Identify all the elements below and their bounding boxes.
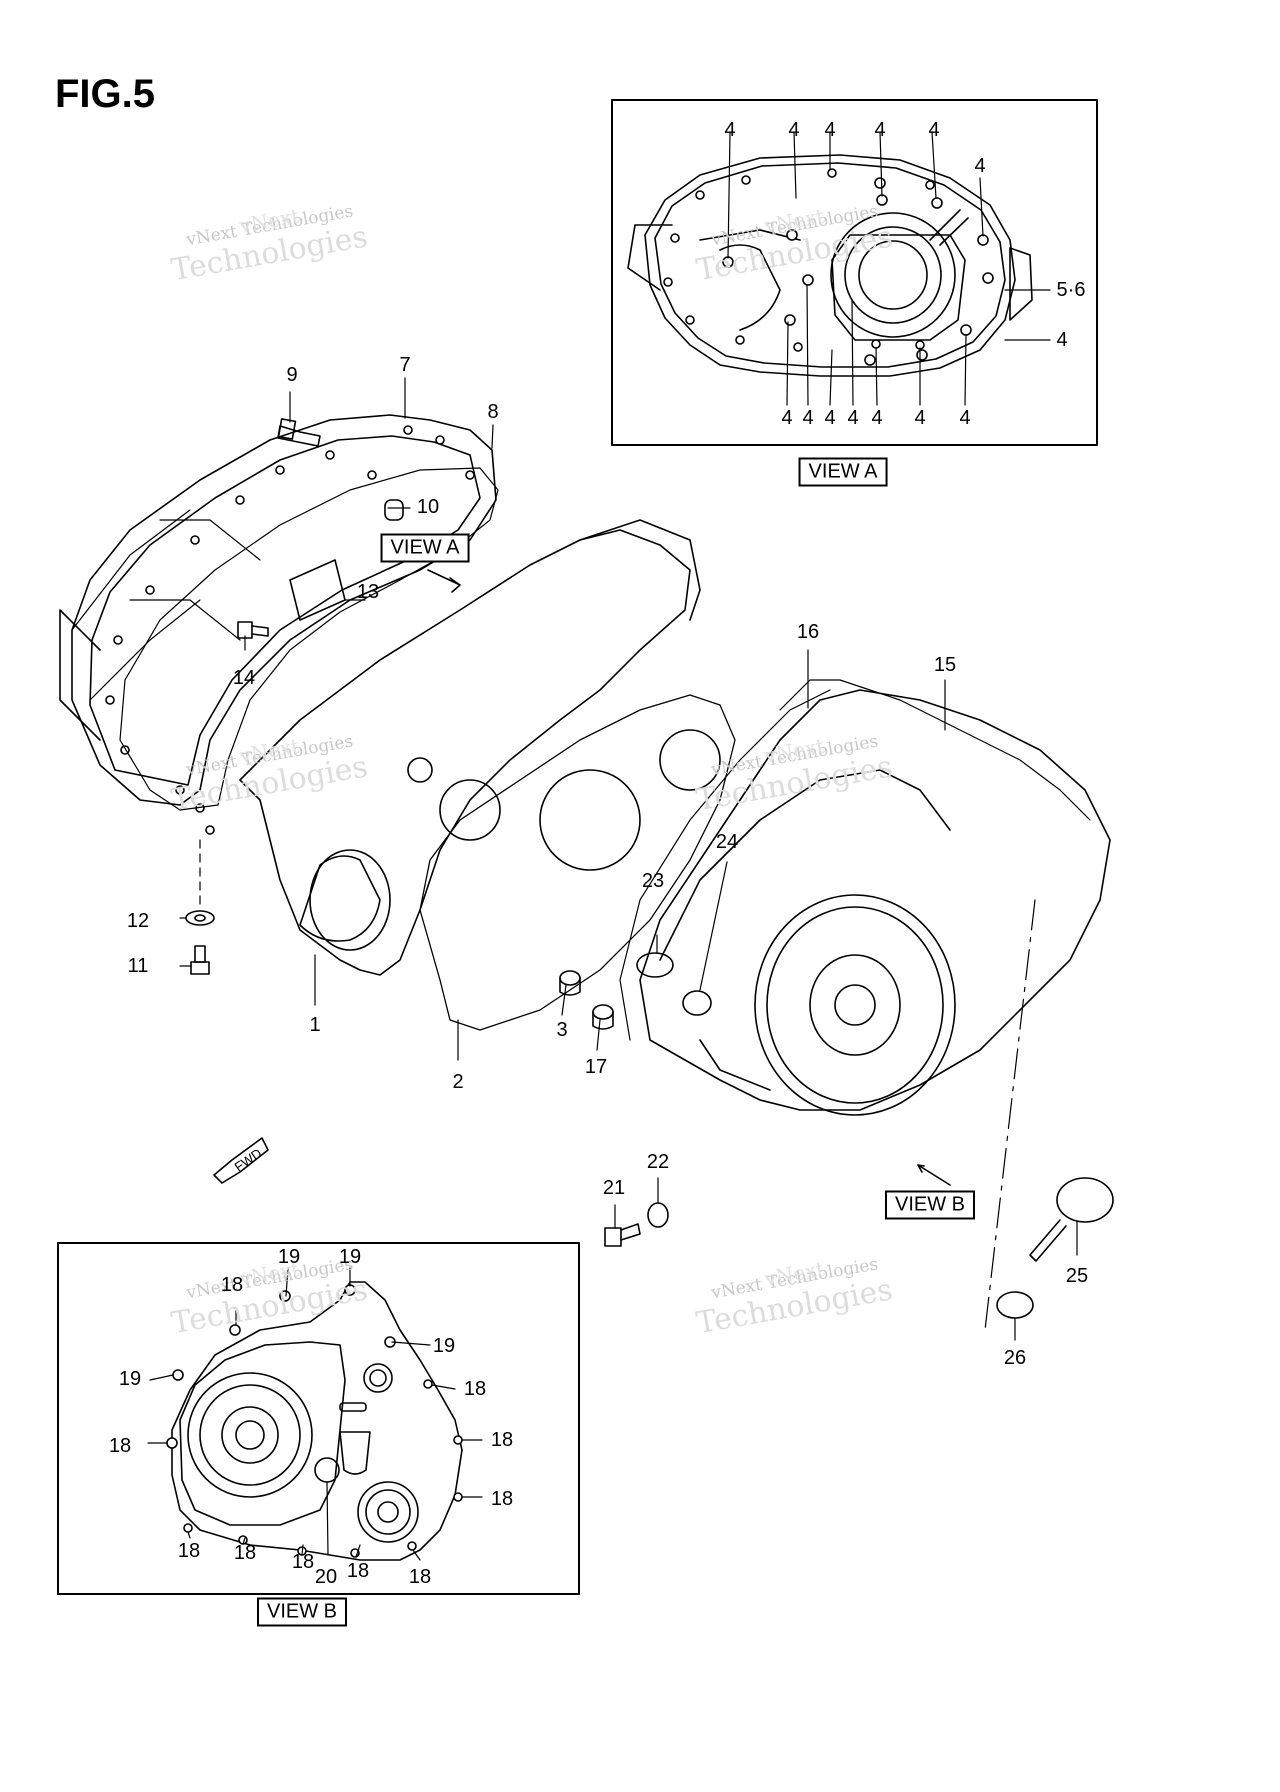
view-b-cover-drawing: [166, 1281, 463, 1561]
seal-24: [682, 990, 712, 1016]
washer-22: [647, 1202, 669, 1228]
crankcase-gasket-2: [419, 694, 736, 1031]
bolt-14: [237, 621, 269, 639]
callout-3: 3: [556, 1019, 568, 1041]
bolt-21: [604, 1223, 641, 1247]
plug-23: [636, 952, 674, 978]
figure-title: FIG.5: [55, 72, 156, 116]
view-b-arrow: [917, 1164, 951, 1186]
view-a-inset-label: VIEW A: [798, 457, 888, 487]
seal-13: [289, 559, 346, 621]
view-b-callout-18: 18: [177, 1540, 201, 1562]
callout-14: 14: [232, 667, 256, 689]
fwd-arrow-shape: [213, 1137, 269, 1184]
view-a-callout-4: 4: [781, 407, 793, 429]
view-b-callout-18: 18: [463, 1378, 487, 1400]
view-b-inset-label: VIEW B: [256, 1597, 348, 1627]
view-a-callout-4: 4: [928, 119, 940, 141]
view-a-callout-4: 4: [802, 407, 814, 429]
callout-26: 26: [1003, 1347, 1027, 1369]
view-a-callout-4: 4: [959, 407, 971, 429]
view-a-callout-4: 4: [1056, 329, 1068, 351]
view-b-callout-18: 18: [346, 1560, 370, 1582]
view-a-callout-4: 4: [914, 407, 926, 429]
callout-2: 2: [452, 1071, 464, 1093]
oil-cap-25: [1029, 1177, 1114, 1262]
view-a-callout-4: 4: [974, 155, 986, 177]
generator-cover-15: [639, 689, 1111, 1116]
o-ring-26: [996, 1291, 1034, 1319]
view-a-callout-4: 4: [874, 119, 886, 141]
view-a-callout-4: 4: [824, 119, 836, 141]
callout-16: 16: [796, 621, 820, 643]
view-a-callout-4: 4: [847, 407, 859, 429]
callout-9: 9: [286, 364, 298, 386]
view-b-callout-19: 19: [118, 1368, 142, 1390]
dowel-10: [384, 499, 404, 521]
callout-25: 25: [1065, 1265, 1089, 1287]
view-a-callout-4: 4: [871, 407, 883, 429]
view-b-inset-frame: [57, 1242, 580, 1595]
view-a-callout-4: 4: [788, 119, 800, 141]
callout-17: 17: [584, 1056, 608, 1078]
callout-7: 7: [399, 354, 411, 376]
view-b-callout-19: 19: [338, 1246, 362, 1268]
callout-21: 21: [602, 1177, 626, 1199]
clutch-cover-gasket: [119, 467, 499, 811]
view-a-callout-5-6: 5·6: [1056, 279, 1086, 301]
view-b-main-label: VIEW B: [884, 1190, 976, 1220]
view-b-callout-19: 19: [277, 1246, 301, 1268]
bolt-9: [277, 418, 321, 447]
callout-11: 11: [127, 955, 149, 977]
view-a-leader-lines: [727, 131, 1051, 406]
gasket-16: [779, 679, 1091, 821]
view-a-callout-4: 4: [824, 407, 836, 429]
callout-13: 13: [356, 581, 380, 603]
callout-22: 22: [646, 1151, 670, 1173]
view-b-callout-18: 18: [233, 1542, 257, 1564]
callout-24: 24: [715, 831, 739, 853]
view-b-callout-18: 18: [408, 1566, 432, 1588]
callout-15: 15: [933, 654, 957, 676]
view-b-callout-18: 18: [490, 1429, 514, 1451]
view-a-inset-frame: [611, 99, 1098, 446]
washer-12: [185, 910, 215, 926]
view-a-cover-drawing: [627, 154, 1033, 377]
gasket-16-outline: [619, 689, 831, 1041]
view-b-leader-lines: [147, 1267, 483, 1561]
main-leader-lines: [179, 377, 1078, 1341]
dowel-17: [592, 1004, 614, 1020]
view-b-callout-20: 20: [314, 1566, 338, 1588]
view-a-callout-4: 4: [724, 119, 736, 141]
callout-8: 8: [487, 401, 499, 423]
dowel-3: [559, 970, 581, 986]
view-b-callout-18: 18: [490, 1488, 514, 1510]
callout-23: 23: [641, 870, 665, 892]
view-b-callout-19: 19: [432, 1335, 456, 1357]
view-b-callout-18: 18: [108, 1435, 132, 1457]
view-a-arrow: [427, 569, 461, 593]
callout-1: 1: [309, 1014, 321, 1036]
bolt-11: [190, 945, 210, 975]
callout-12: 12: [126, 910, 150, 932]
clutch-cover-outer: [59, 414, 497, 835]
view-b-callout-18: 18: [291, 1551, 315, 1573]
view-b-callout-18: 18: [220, 1274, 244, 1296]
callout-10: 10: [416, 496, 440, 518]
crankcase-1: [239, 519, 701, 976]
view-a-main-label: VIEW A: [380, 533, 470, 563]
